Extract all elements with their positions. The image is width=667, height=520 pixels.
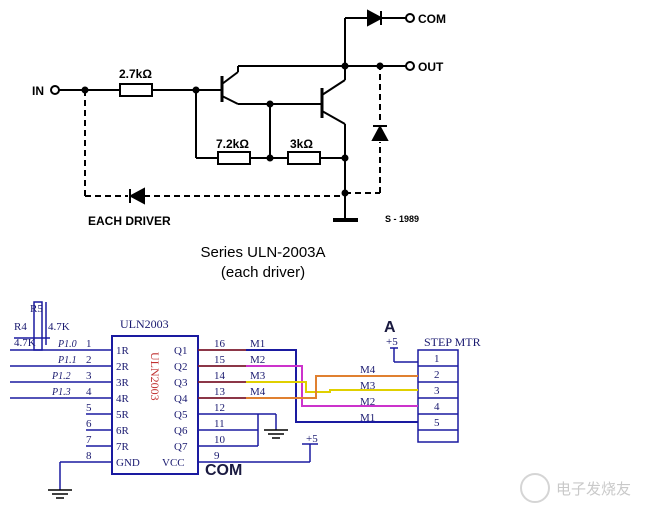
pin-name: Q4 [174, 393, 188, 405]
pin-name: Q1 [174, 345, 187, 357]
port-label: P1.2 [51, 371, 71, 382]
out-terminal [405, 61, 415, 71]
a-label: A [384, 319, 396, 336]
in-terminal [50, 85, 60, 95]
pin-number: 10 [214, 434, 226, 446]
pin-name: Q3 [174, 377, 188, 389]
pin-name: 6R [116, 425, 130, 437]
pin-name: 2R [116, 361, 130, 373]
watermark-text: 电子发烧友 [556, 481, 631, 498]
pin-number: 13 [214, 386, 226, 398]
pin-number: 16 [214, 338, 226, 350]
port-label: P1.3 [51, 387, 71, 398]
r5-value-label: 4.7K [48, 321, 70, 333]
net-label: M4 [250, 386, 266, 398]
motor-pin: 1 [434, 353, 440, 365]
r4-value-label: 4.7K [14, 337, 36, 349]
com-label: COM [418, 12, 446, 26]
com-terminal [405, 13, 415, 23]
pin-name: Q7 [174, 441, 188, 453]
pin-name: VCC [162, 457, 185, 469]
pin-name: Q2 [174, 361, 187, 373]
pin-number: 8 [86, 450, 92, 462]
motor-pin: 5 [434, 417, 440, 429]
pin-number: 9 [214, 450, 220, 462]
pin-number: 14 [214, 370, 226, 382]
r3-label: 3kΩ [290, 137, 313, 151]
pin-number: 4 [86, 386, 92, 398]
pin-number: 7 [86, 434, 92, 446]
pin-name: 5R [116, 409, 130, 421]
pin-name: 3R [116, 377, 130, 389]
each-driver-label: EACH DRIVER [88, 214, 171, 228]
chip-body-label: ULN2003 [148, 352, 162, 401]
r5-partial-label: R5 [30, 303, 43, 315]
r2-junction-dot [266, 154, 274, 162]
motor-title: STEP MTR [424, 335, 481, 349]
pin-number: 2 [86, 354, 92, 366]
pin-number: 1 [86, 338, 92, 350]
caption-line2: (each driver) [221, 264, 305, 281]
pin-number: 11 [214, 418, 225, 430]
pin-name: 4R [116, 393, 130, 405]
resistor-3k [287, 151, 321, 165]
net-label: M1 [250, 338, 265, 350]
resistor-2-7k [119, 83, 153, 97]
pin-name: Q5 [174, 409, 188, 421]
com-bottom-label: COM [205, 462, 242, 479]
r2-label: 7.2kΩ [216, 137, 249, 151]
emitter-junction-dot [341, 154, 349, 162]
r1-label: 2.7kΩ [119, 67, 152, 81]
out-label: OUT [418, 60, 444, 74]
net-label: M2 [360, 396, 375, 408]
pin-number: 3 [86, 370, 92, 382]
uln2003-chip [111, 335, 199, 475]
each-driver-diode [128, 187, 145, 205]
pin-number: 12 [214, 402, 225, 414]
ref-label: S - 1989 [385, 214, 419, 224]
motor-pin: 3 [434, 385, 440, 397]
bottom-schematic [10, 301, 459, 499]
watermark: 电子发烧友 [520, 473, 631, 503]
plus5-vcc-label: +5 [306, 433, 318, 445]
motor-pin: 2 [434, 369, 440, 381]
wire-m2 [246, 365, 418, 407]
wire-m4 [246, 375, 418, 399]
pin-name: 7R [116, 441, 130, 453]
resistor-7-2k [217, 151, 251, 165]
com-diode [367, 9, 384, 27]
wire-m1 [246, 349, 418, 423]
net-label: M1 [360, 412, 375, 424]
step-motor-connector [417, 349, 459, 443]
pin-name: 1R [116, 345, 130, 357]
chip-title: ULN2003 [120, 317, 169, 331]
port-label: P1.0 [57, 339, 77, 350]
net-label: M4 [360, 364, 376, 376]
net-label: M2 [250, 354, 265, 366]
pin-number: 15 [214, 354, 226, 366]
pin-number: 5 [86, 402, 92, 414]
r4-label: R4 [14, 321, 27, 333]
net-label: M3 [250, 370, 266, 382]
pin-name: Q6 [174, 425, 188, 437]
port-label: P1.1 [57, 355, 77, 366]
caption-line1: Series ULN-2003A [200, 244, 325, 261]
in-label: IN [32, 84, 44, 98]
net-label: M3 [360, 380, 376, 392]
watermark-logo-icon [520, 473, 550, 503]
out-clamp-diode [371, 124, 389, 141]
pin-number: 6 [86, 418, 92, 430]
pin-name: GND [116, 457, 140, 469]
wire-m3 [246, 381, 418, 393]
motor-pin: 4 [434, 401, 440, 413]
top-driver-schematic [50, 9, 415, 222]
plus5-motor-label: +5 [386, 336, 398, 348]
